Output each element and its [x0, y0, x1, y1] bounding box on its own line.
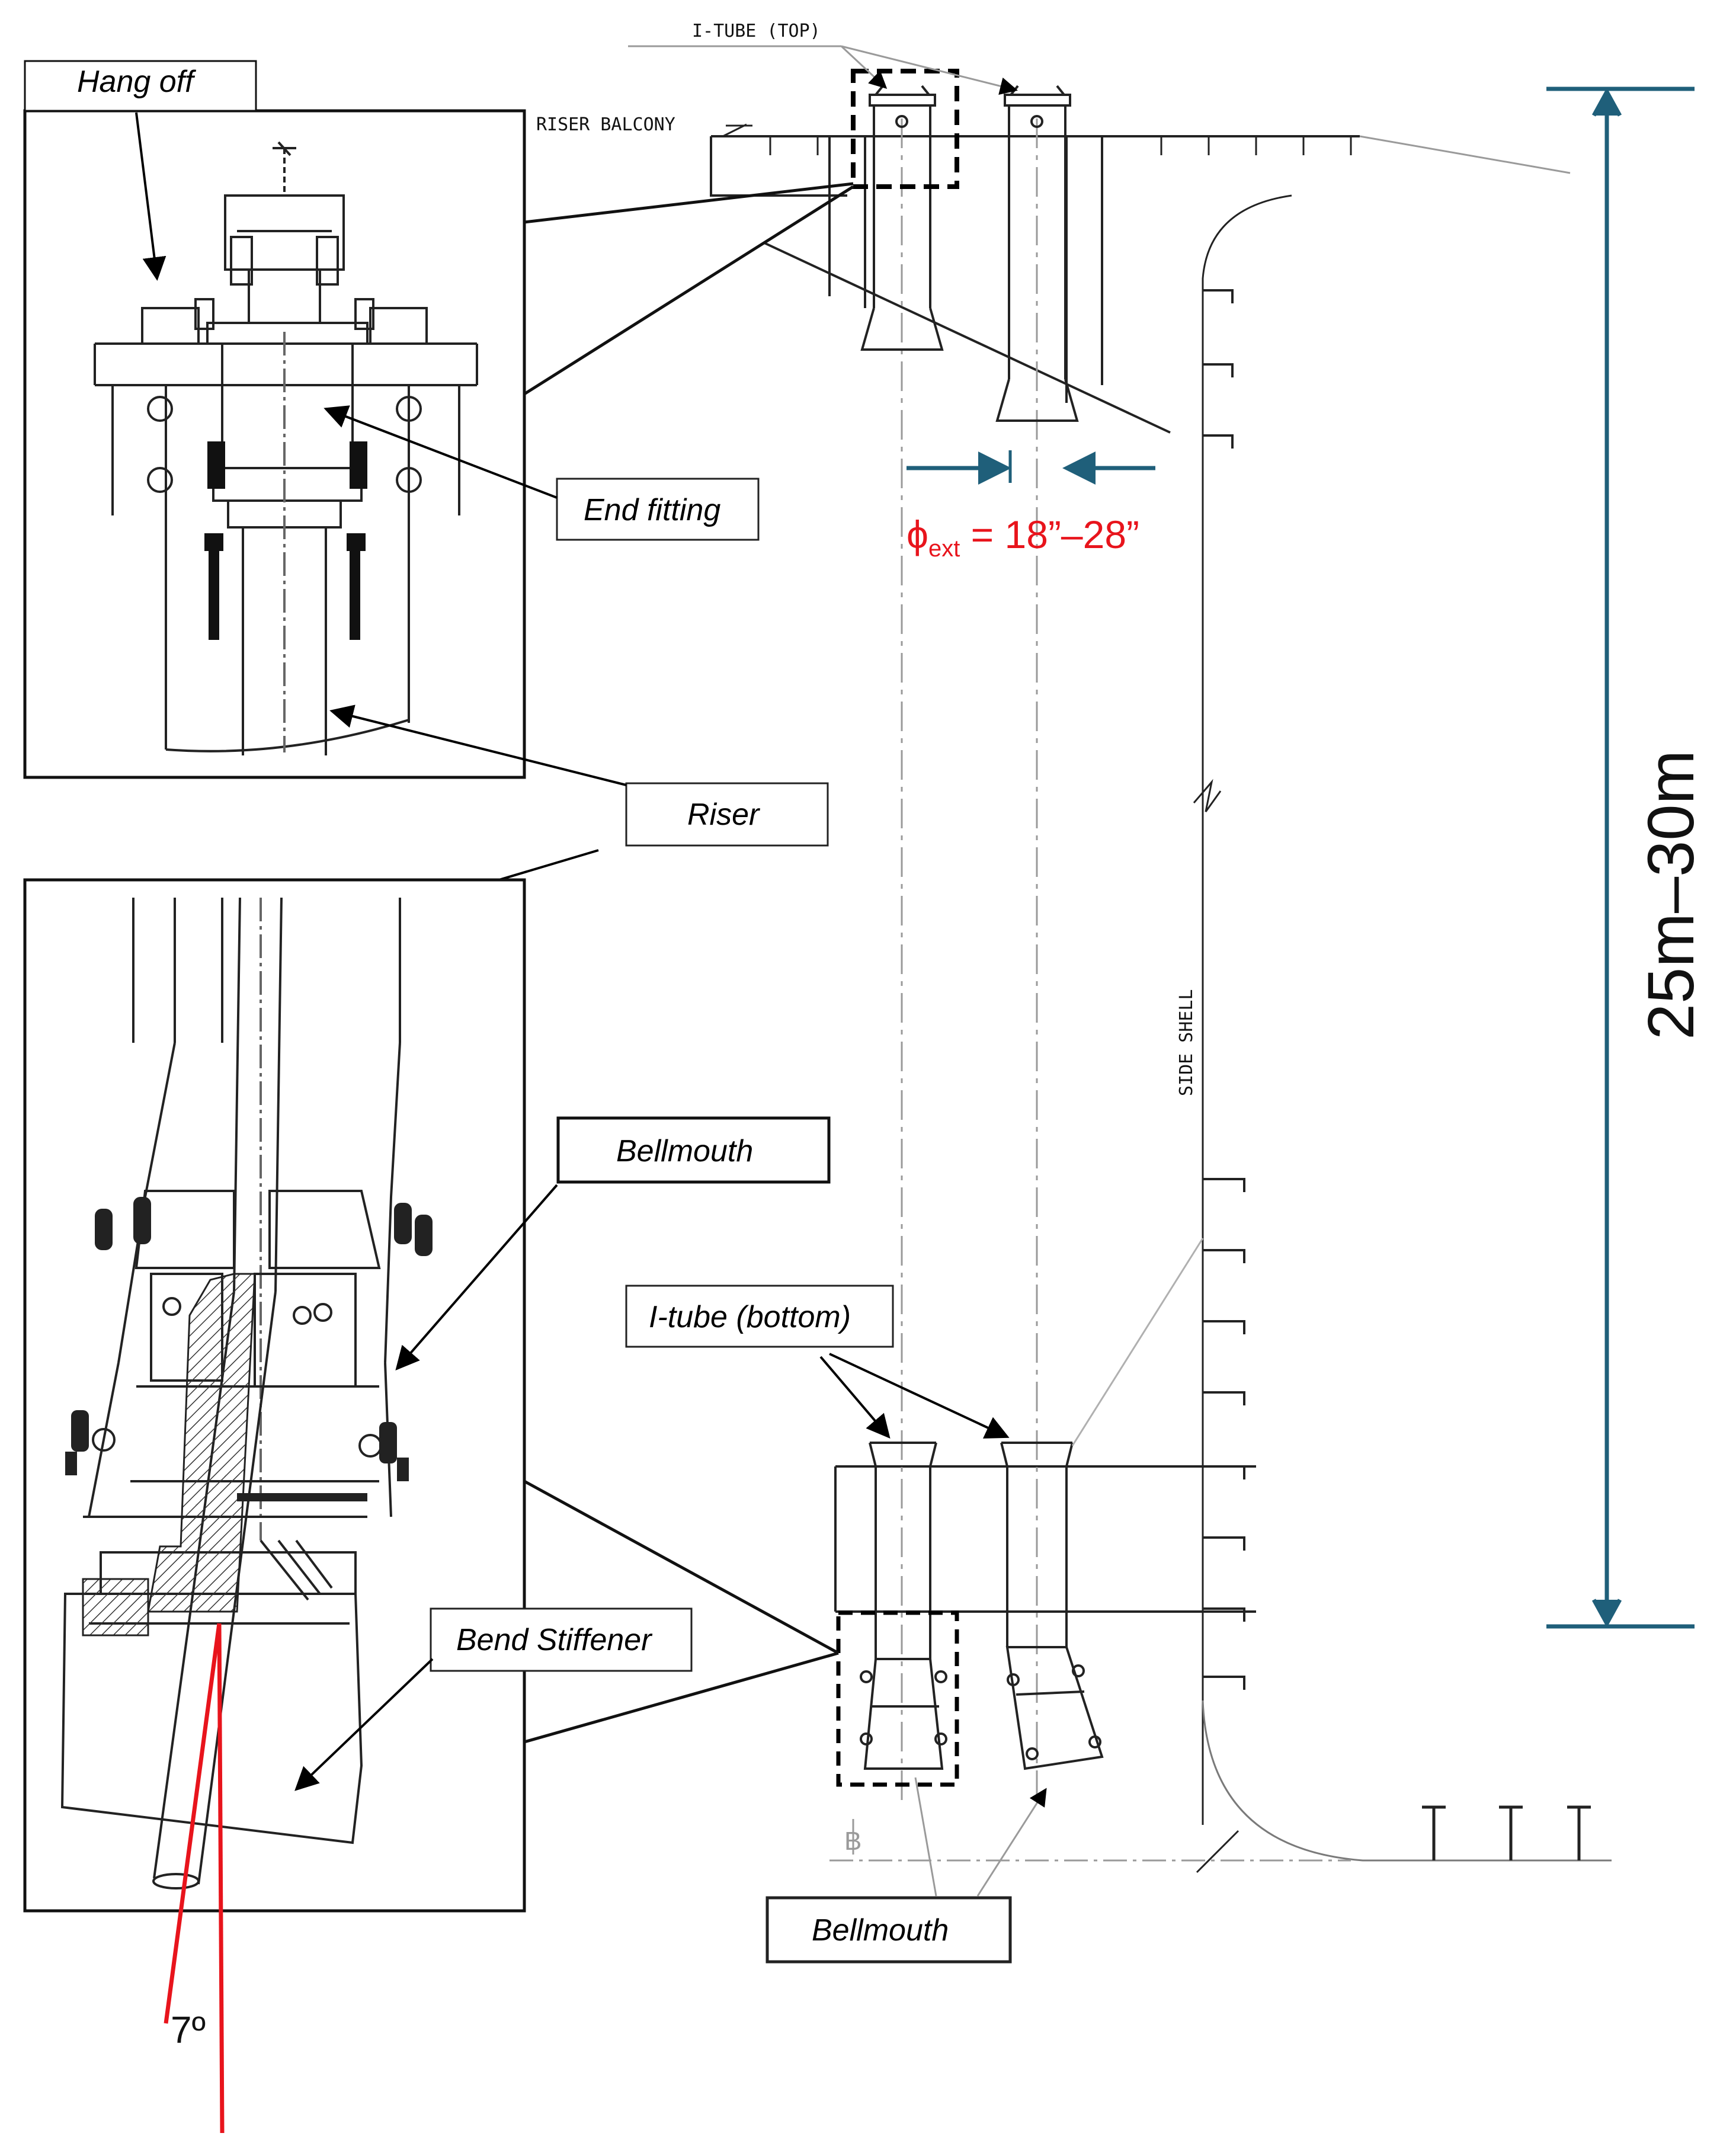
- riser-arrow-up: [329, 704, 627, 786]
- i-tube-bottom-label: I-tube (bottom): [649, 1300, 851, 1334]
- diameter-dimension: [907, 450, 1155, 485]
- bend-stiffener-label: Bend Stiffener: [456, 1623, 653, 1657]
- riser-callout: [625, 782, 829, 847]
- bottom-frames: [1422, 1805, 1591, 1860]
- hull-upper-bilge: [1202, 194, 1292, 800]
- i-tube-top-right: [995, 85, 1079, 422]
- hang-off-arrow: [135, 112, 166, 281]
- hang-off-callout: [24, 60, 257, 112]
- diameter-symbol: ϕ: [907, 513, 928, 556]
- diameter-label: ϕext = 18”–28”: [907, 513, 1139, 562]
- height-label: 25m–30m: [1635, 750, 1708, 1040]
- baseline-mark-label: B: [844, 1827, 861, 1856]
- diameter-range: = 18”–28”: [960, 513, 1139, 556]
- side-shell-line: [1359, 135, 1571, 174]
- bellmouth-bottom-callout: [765, 1896, 1012, 1964]
- i-tube-bottom-right: [1000, 1442, 1104, 1770]
- i-tube-bottom-callout: [625, 1285, 894, 1348]
- bend-stiffener-callout: [430, 1607, 693, 1672]
- i-tube-top-left: [860, 85, 944, 351]
- i-tube-top-leader-left: [840, 45, 888, 89]
- riser-label: Riser: [687, 798, 761, 832]
- break-mark: [1193, 779, 1222, 812]
- end-fitting-callout: [556, 478, 760, 541]
- bend-stiffener-arrow: [294, 1658, 434, 1791]
- bellmouth-detail: [23, 878, 840, 1913]
- diameter-subscript: ext: [928, 536, 960, 562]
- i-tube-centerlines: [901, 119, 1038, 1807]
- hang-off-label: Hang off: [77, 65, 196, 99]
- side-shell-frames: [1203, 289, 1245, 1690]
- height-dimension: [1546, 87, 1695, 1629]
- end-fitting-label: End fitting: [584, 493, 720, 527]
- bellmouth-detail-arrow: [395, 1184, 558, 1371]
- hang-off-detail: [23, 109, 854, 779]
- i-tube-bottom-arrow-right: [829, 1353, 1010, 1439]
- balcony-fitting: [722, 123, 752, 137]
- hull-bilge-curve: [1202, 1700, 1612, 1862]
- i-tube-top-leader-right: [841, 45, 1018, 95]
- i-tube-bottom-arrow-left: [819, 1356, 891, 1439]
- bellmouth-detail-callout: [556, 1116, 831, 1184]
- angle-lines: [164, 1623, 225, 2134]
- end-fitting-arrow: [324, 405, 558, 499]
- bellmouth-detail-label: Bellmouth: [616, 1134, 753, 1168]
- riser-balcony-label: RISER BALCONY: [536, 114, 675, 135]
- i-tube-bottom-left: [860, 1442, 947, 1770]
- bottom-detail-marker: [836, 1610, 959, 1787]
- side-shell-label: SIDE SHELL: [1176, 989, 1197, 1096]
- deck-ticks: [769, 136, 1352, 155]
- i-tube-top-label: I-TUBE (TOP): [692, 21, 821, 41]
- angle-label: 7º: [171, 2009, 206, 2051]
- top-detail-marker: [851, 69, 959, 189]
- bellmouth-bottom-label: Bellmouth: [812, 1913, 949, 1948]
